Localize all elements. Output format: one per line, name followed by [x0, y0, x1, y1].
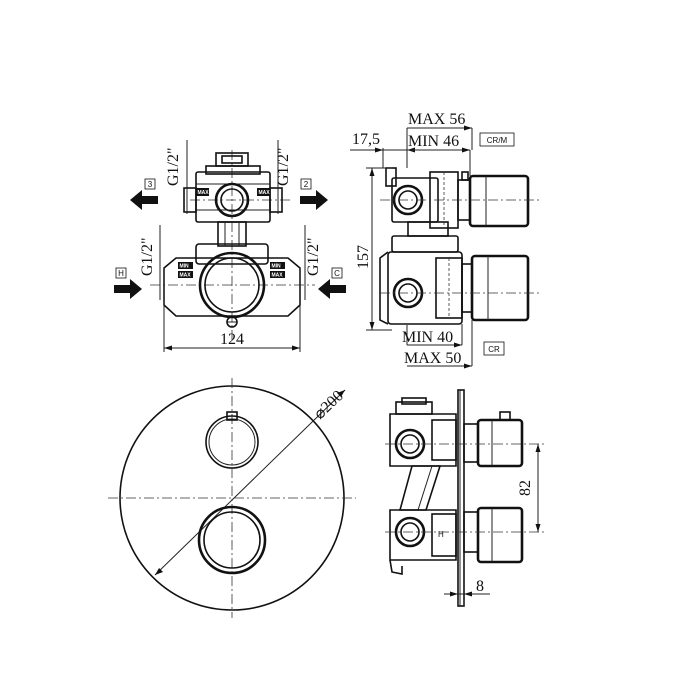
outlet-3-tag: 3: [148, 180, 153, 189]
height-dimension: 157: [355, 245, 372, 269]
outlet-2-arrow-icon: 2: [300, 178, 328, 210]
front-view: MAX MAX MIN MAX MIN MAX: [114, 140, 346, 352]
lower-mark-2-text: MAX: [180, 273, 192, 279]
top-offset-dimension: 17,5: [352, 131, 380, 148]
inlet-c-arrow-icon: C: [318, 267, 346, 299]
upper-mark-left-text: MAX: [198, 190, 210, 196]
upper-mark-right-text: MAX: [259, 190, 271, 196]
plate-thickness-dimension: 8: [476, 578, 484, 595]
inlet-c-tag: C: [334, 269, 340, 278]
lower-mark-2: [178, 271, 193, 278]
port-2-size: G1/2": [275, 147, 292, 186]
bottom-finish-box: [483, 341, 505, 356]
lower-mark-1-text: MIN: [180, 264, 190, 270]
bottom-max-dimension: MAX 50: [404, 350, 461, 367]
port-c-size: G1/2": [305, 237, 322, 276]
lower-mark-4: [270, 271, 285, 278]
inlet-h-arrow-icon: H: [114, 267, 142, 299]
top-min-dimension: MIN 46: [408, 133, 459, 150]
side-view: 157 17,5 MAX 56 MIN 46 CR/M MIN 40 MAX 5…: [350, 111, 540, 369]
outlet-2-tag: 2: [304, 180, 309, 189]
lower-mark-3-text: MIN: [272, 264, 282, 270]
plate-side-view: H 82 8: [385, 389, 545, 607]
port-3-size: G1/2": [165, 147, 182, 186]
plate-view: ⌀200: [108, 378, 356, 618]
lower-mark-4-text: MAX: [272, 273, 284, 279]
top-max-dimension: MAX 56: [408, 111, 465, 128]
width-dimension: 124: [220, 331, 244, 348]
bottom-finish-label: CR: [488, 345, 500, 354]
lower-mark-1: [178, 262, 193, 269]
top-finish-box: [479, 132, 515, 147]
outlet-3-arrow-icon: 3: [130, 178, 158, 210]
knob-spacing-dimension: 82: [517, 480, 534, 496]
upper-mark-left: [196, 188, 209, 196]
upper-mark-right: [257, 188, 270, 196]
bottom-min-dimension: MIN 40: [402, 329, 453, 346]
port-h-size: G1/2": [139, 237, 156, 276]
hot-mark: H: [438, 530, 444, 539]
top-finish-label: CR/M: [487, 136, 508, 145]
lower-mark-3: [270, 262, 285, 269]
inlet-h-tag: H: [118, 269, 124, 278]
